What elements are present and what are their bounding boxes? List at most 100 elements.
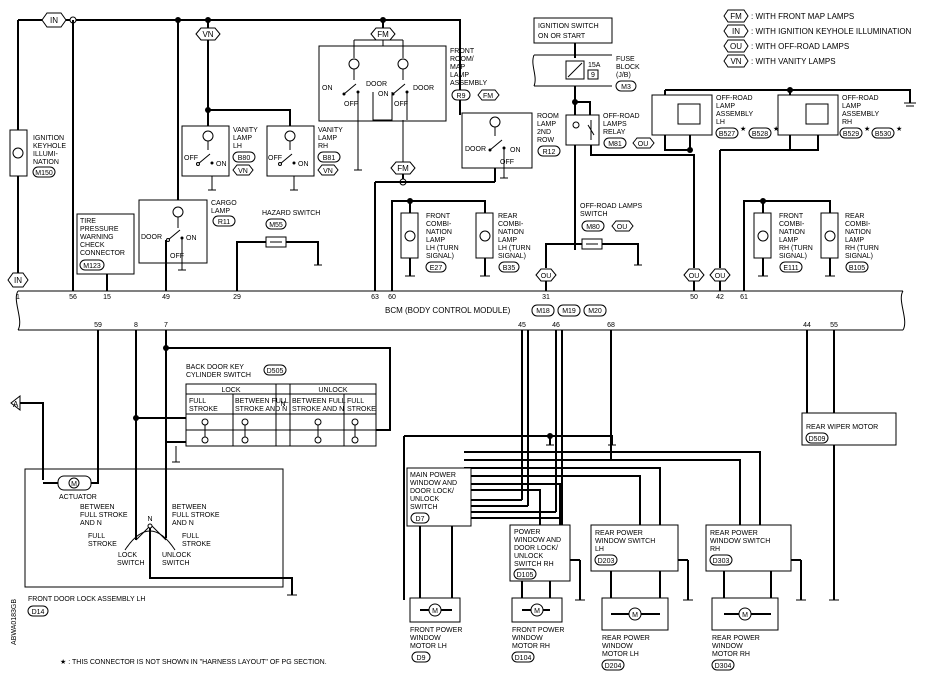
svg-text:2ND: 2ND	[537, 129, 551, 136]
svg-text:M20: M20	[588, 308, 602, 315]
ignition-switch: IGNITION SWITCH ON OR START	[533, 17, 613, 58]
rear-combination-lamp-lh: REAR COMBI- NATION LAMP LH (TURN SIGNAL)…	[475, 212, 531, 277]
svg-text:LAMP: LAMP	[318, 135, 337, 142]
svg-text:OFF: OFF	[394, 101, 408, 108]
svg-text:MAIN POWER: MAIN POWER	[410, 472, 456, 479]
svg-text:COMBI-: COMBI-	[845, 221, 871, 228]
svg-text:PRESSURE: PRESSURE	[80, 226, 119, 233]
svg-text:M: M	[632, 612, 638, 619]
svg-text:D509: D509	[809, 436, 826, 443]
svg-text:RH: RH	[842, 119, 852, 126]
svg-text:BETWEEN: BETWEEN	[172, 504, 207, 511]
svg-text:STROKE: STROKE	[347, 406, 376, 413]
offroad-lamps-switch: OFF-ROAD LAMPS SWITCH M80 OU OU	[535, 203, 643, 291]
svg-text:ON: ON	[378, 91, 389, 98]
svg-text:B81: B81	[323, 155, 336, 162]
svg-text:IN: IN	[50, 16, 58, 25]
svg-text:WINDOW AND: WINDOW AND	[514, 537, 561, 544]
svg-text:WINDOW: WINDOW	[512, 635, 543, 642]
svg-text:FM: FM	[377, 30, 389, 39]
svg-text:ROOM/: ROOM/	[450, 56, 474, 63]
fm-tag-top: FM	[370, 27, 396, 41]
svg-text:HAZARD SWITCH: HAZARD SWITCH	[262, 210, 320, 217]
svg-text:M81: M81	[608, 141, 622, 148]
front-room-map-lamp: ON DOOR ON DOOR OFF OFF FRONT ROOM/ MAP …	[318, 39, 500, 171]
svg-text:OFF: OFF	[344, 101, 358, 108]
svg-text:FRONT POWER: FRONT POWER	[512, 627, 564, 634]
svg-text:8: 8	[134, 322, 138, 329]
svg-text:M19: M19	[562, 308, 576, 315]
svg-text:RH (TURN: RH (TURN	[845, 245, 879, 252]
svg-text:OU: OU	[617, 224, 628, 231]
svg-text:LAMP: LAMP	[450, 72, 469, 79]
svg-text:M: M	[742, 612, 748, 619]
svg-text:15A: 15A	[588, 62, 601, 69]
svg-text:BACK DOOR KEY: BACK DOOR KEY	[186, 364, 244, 371]
svg-text:OFF: OFF	[170, 253, 184, 260]
diagram-code: ABWA0183GB	[11, 599, 18, 645]
svg-text:ON: ON	[216, 161, 227, 168]
svg-text:FM: FM	[483, 93, 493, 100]
svg-text:D105: D105	[517, 572, 534, 579]
svg-text:B530: B530	[875, 131, 891, 138]
svg-text:ON: ON	[186, 235, 197, 242]
svg-text:COMBI-: COMBI-	[498, 221, 524, 228]
svg-text:SWITCH: SWITCH	[410, 504, 438, 511]
main-power-window-switch: MAIN POWER WINDOW AND DOOR LOCK/ UNLOCK …	[403, 436, 562, 600]
svg-text:STROKE AND N: STROKE AND N	[235, 406, 287, 413]
svg-text:OFF-ROAD: OFF-ROAD	[603, 113, 640, 120]
footnote: ★ : THIS CONNECTOR IS NOT SHOWN IN "HARN…	[60, 658, 327, 666]
svg-text:★: ★	[896, 125, 902, 133]
vanity-lamp-lh: OFF ON VANITY LAMP LH B80 VN	[181, 125, 258, 191]
svg-text:ASSEMBLY: ASSEMBLY	[450, 80, 488, 87]
rear-window-motor-rh: M REAR POWER WINDOW MOTOR RH D304	[711, 597, 779, 671]
svg-text:LH (TURN: LH (TURN	[426, 245, 459, 252]
svg-text:ILLUMI-: ILLUMI-	[33, 151, 59, 158]
svg-text:MAP: MAP	[450, 64, 466, 71]
svg-text:61: 61	[740, 294, 748, 301]
svg-text:COMBI-: COMBI-	[426, 221, 452, 228]
svg-text:LAMP: LAMP	[845, 237, 864, 244]
svg-text:DOOR LOCK/: DOOR LOCK/	[514, 545, 558, 552]
svg-text:IN: IN	[14, 276, 22, 285]
svg-text:FULL STROKE: FULL STROKE	[172, 512, 220, 519]
svg-text:N: N	[280, 401, 285, 408]
svg-text:29: 29	[233, 294, 241, 301]
svg-text:: WITH VANITY LAMPS: : WITH VANITY LAMPS	[751, 57, 836, 66]
svg-text:M150: M150	[35, 170, 53, 177]
svg-text:9: 9	[591, 72, 595, 79]
svg-text:MOTOR LH: MOTOR LH	[410, 643, 447, 650]
svg-text:STROKE AND N: STROKE AND N	[292, 406, 344, 413]
hazard-switch: HAZARD SWITCH M55	[236, 210, 322, 291]
svg-text:M123: M123	[83, 263, 101, 270]
svg-text:SIGNAL): SIGNAL)	[845, 253, 873, 260]
svg-text:49: 49	[162, 294, 170, 301]
cargo-lamp: DOOR ON OFF CARGO LAMP R11	[138, 199, 237, 291]
svg-text:OU: OU	[541, 273, 552, 280]
svg-text:REAR WIPER MOTOR: REAR WIPER MOTOR	[806, 424, 878, 431]
svg-text:LAMP: LAMP	[779, 237, 798, 244]
svg-text:WINDOW SWITCH: WINDOW SWITCH	[710, 538, 770, 545]
svg-text:ON: ON	[322, 85, 333, 92]
svg-text:LH (TURN: LH (TURN	[498, 245, 531, 252]
svg-text:D304: D304	[715, 663, 732, 670]
svg-text:FRONT: FRONT	[450, 48, 475, 55]
svg-text:LOCK: LOCK	[118, 552, 137, 559]
svg-text:KEYHOLE: KEYHOLE	[33, 143, 66, 150]
svg-text:WINDOW SWITCH: WINDOW SWITCH	[595, 538, 655, 545]
svg-text:NATION: NATION	[33, 159, 59, 166]
svg-text:: WITH FRONT MAP LAMPS: : WITH FRONT MAP LAMPS	[751, 12, 854, 21]
svg-text:(J/B): (J/B)	[616, 72, 631, 79]
svg-text:CARGO: CARGO	[211, 200, 237, 207]
svg-text:VN: VN	[730, 57, 741, 66]
svg-text:ON: ON	[510, 147, 521, 154]
svg-text:B529: B529	[843, 131, 859, 138]
front-combination-lamp-lh: FRONT COMBI- NATION LAMP LH (TURN SIGNAL…	[391, 198, 486, 291]
svg-text:68: 68	[607, 322, 615, 329]
svg-text:B35: B35	[503, 265, 516, 272]
svg-text:15: 15	[103, 294, 111, 301]
svg-text:D505: D505	[267, 368, 284, 375]
svg-text:D9: D9	[417, 655, 426, 662]
legend-vn: VN : WITH VANITY LAMPS	[723, 54, 836, 68]
svg-text:★: ★	[864, 125, 870, 133]
